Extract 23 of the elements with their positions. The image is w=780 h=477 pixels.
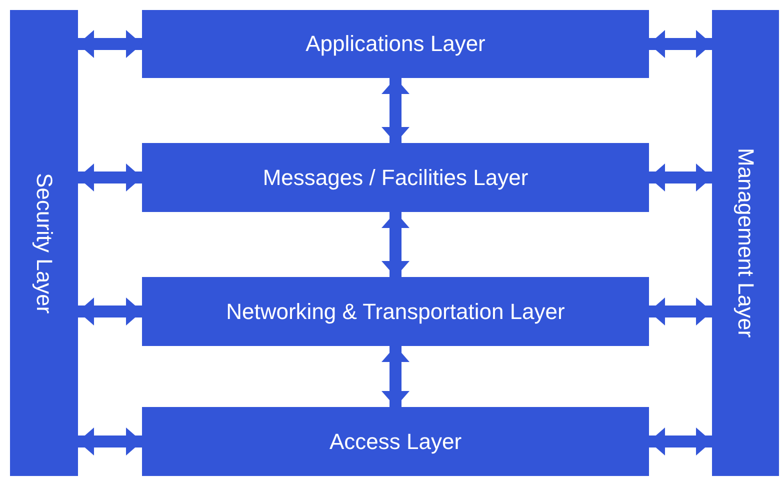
layer-box xyxy=(142,10,649,78)
double-arrow xyxy=(382,212,410,277)
layer-box xyxy=(10,10,78,476)
layer-box xyxy=(142,407,649,476)
layer-box xyxy=(142,143,649,212)
double-arrow xyxy=(382,346,410,407)
layer-label: Security Layer xyxy=(31,172,57,314)
layer-box xyxy=(712,10,779,476)
double-arrow xyxy=(78,164,142,192)
layer-label: Networking & Transportation Layer xyxy=(226,298,565,324)
double-arrow xyxy=(649,298,712,326)
double-arrow xyxy=(649,30,712,58)
layer-box xyxy=(142,277,649,346)
double-arrow xyxy=(78,428,142,456)
double-arrow xyxy=(78,298,142,326)
double-arrow xyxy=(649,428,712,456)
layer-label: Management Layer xyxy=(732,148,758,338)
layer-label: Messages / Facilities Layer xyxy=(262,164,528,190)
double-arrow xyxy=(78,30,142,58)
layer-label: Applications Layer xyxy=(306,31,486,57)
double-arrow xyxy=(382,78,410,143)
layer-label: Access Layer xyxy=(329,428,462,454)
double-arrow xyxy=(649,164,712,192)
